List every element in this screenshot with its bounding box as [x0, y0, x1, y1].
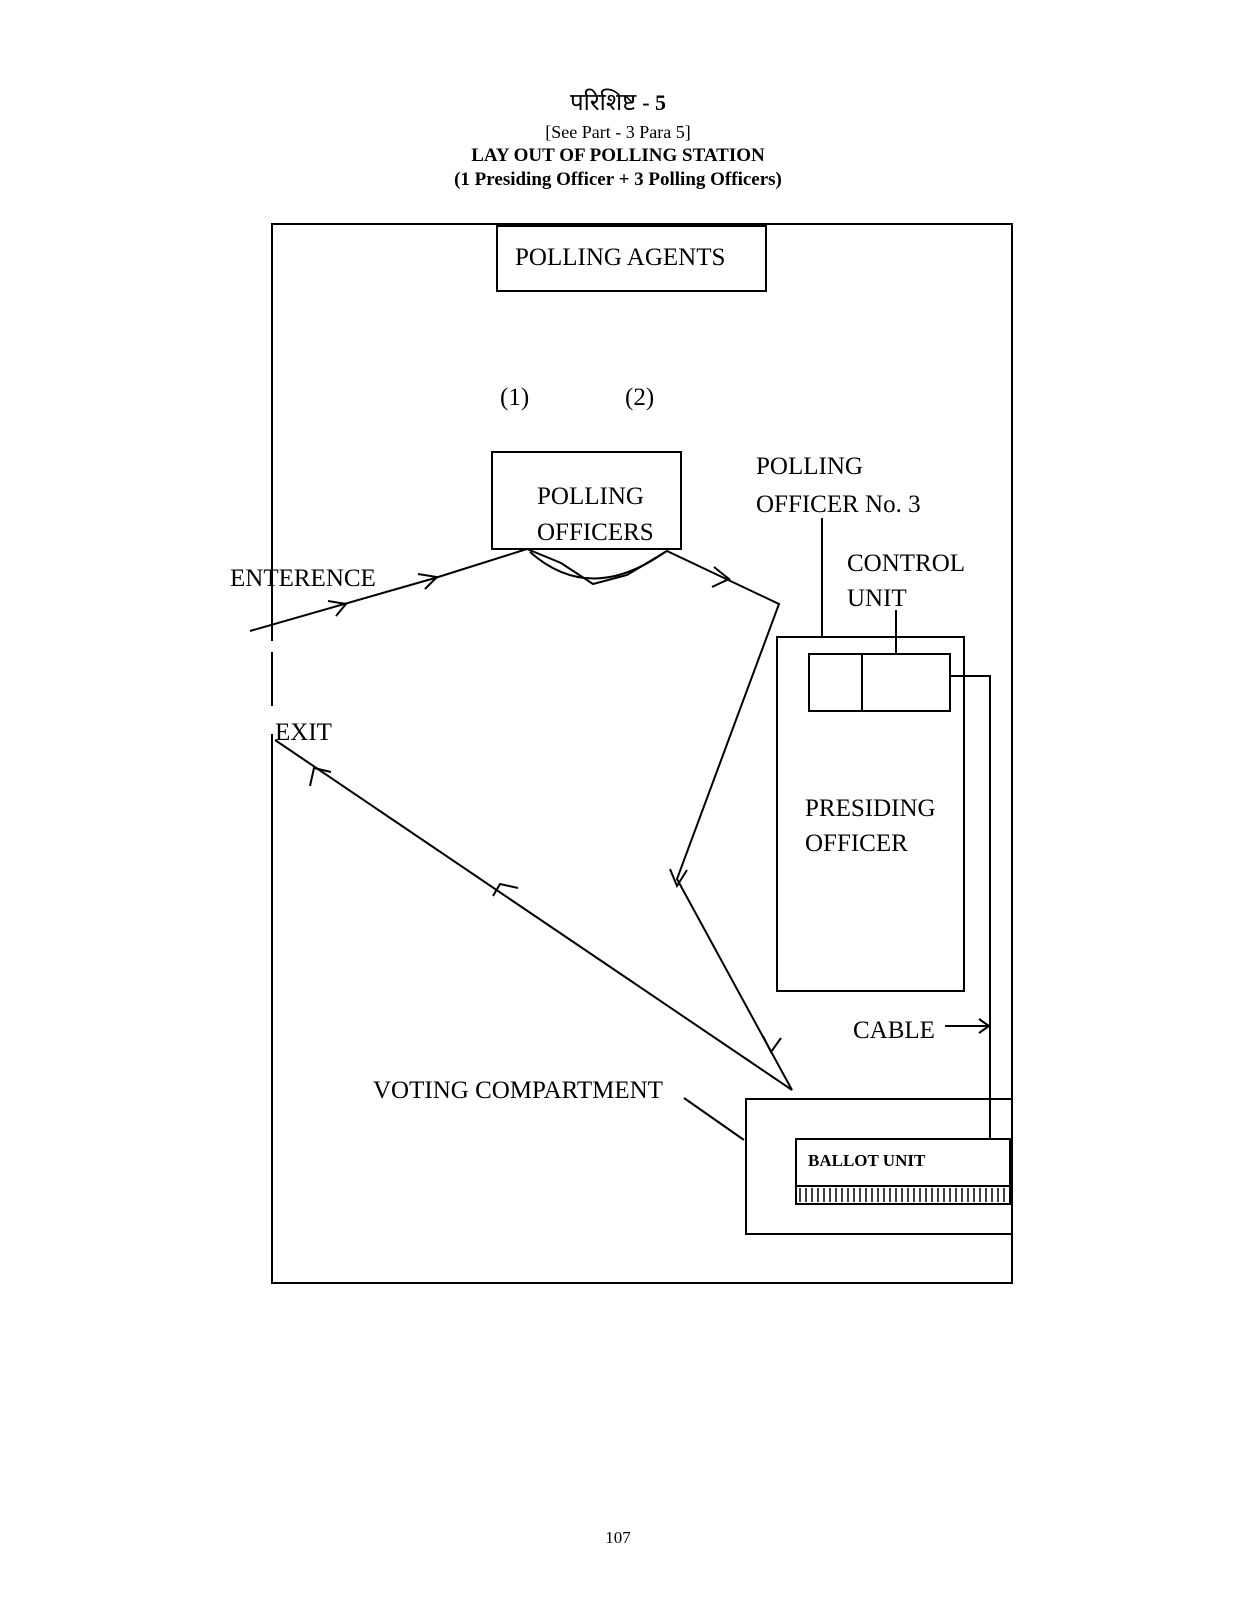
- polling-officers-label-line2: OFFICERS: [537, 519, 654, 546]
- voting-compartment-pointer: [683, 1097, 745, 1141]
- voting-compartment-box: [745, 1098, 1012, 1235]
- voter-path: [249, 547, 793, 1091]
- officer-2-label: (2): [625, 384, 654, 411]
- reference-note: [See Part - 3 Para 5]: [545, 122, 691, 142]
- ballot-unit-keys: [799, 1188, 1005, 1202]
- polling-agents-box: [496, 225, 767, 292]
- page-title: LAY OUT OF POLLING STATION: [471, 145, 765, 166]
- room-outline: [271, 223, 1013, 1284]
- path-arrow-4: [669, 868, 688, 889]
- entrance-label: ENTERENCE: [230, 565, 376, 592]
- exit-label: EXIT: [275, 719, 332, 746]
- presiding-officer-label-line2: OFFICER: [805, 830, 908, 857]
- presiding-officer-label-line1: PRESIDING: [805, 795, 936, 822]
- polling-officer-3-label-line1: POLLING: [756, 453, 863, 480]
- control-unit: [808, 653, 951, 712]
- cable-line: [950, 675, 991, 1139]
- voter-path-curve: [529, 551, 666, 580]
- page-number: 107: [605, 1528, 631, 1547]
- ballot-unit: [795, 1138, 1011, 1205]
- presiding-officer-box: [776, 636, 965, 992]
- cable-arrowhead: [978, 1018, 991, 1034]
- control-unit-label-line2: UNIT: [847, 585, 907, 612]
- polling-officer-3-label-line2: OFFICER No. 3: [756, 491, 921, 518]
- ballot-unit-label: BALLOT UNIT: [808, 1151, 926, 1170]
- officer-1-label: (1): [500, 384, 529, 411]
- appendix-title-hindi: परिशिष्ट: [569, 88, 637, 116]
- appendix-title: परिशिष्ट - 5: [0, 86, 1236, 119]
- voting-compartment-label: VOTING COMPARTMENT: [373, 1077, 663, 1104]
- appendix-number: - 5: [642, 90, 667, 115]
- path-arrow-1: [327, 600, 348, 617]
- polling-officers-box: [491, 451, 682, 550]
- page-subtitle: (1 Presiding Officer + 3 Polling Officer…: [454, 169, 782, 190]
- cable-label: CABLE: [853, 1017, 935, 1044]
- control-unit-label-line1: CONTROL: [847, 550, 965, 577]
- path-arrow-3: [711, 566, 731, 588]
- path-arrow-5: [762, 1035, 782, 1054]
- path-arrow-6: [492, 882, 519, 897]
- polling-officers-label-line1: POLLING: [537, 483, 644, 510]
- path-arrow-2: [417, 573, 440, 590]
- polling-agents-label: POLLING AGENTS: [515, 244, 725, 271]
- path-arrow-7: [309, 766, 332, 787]
